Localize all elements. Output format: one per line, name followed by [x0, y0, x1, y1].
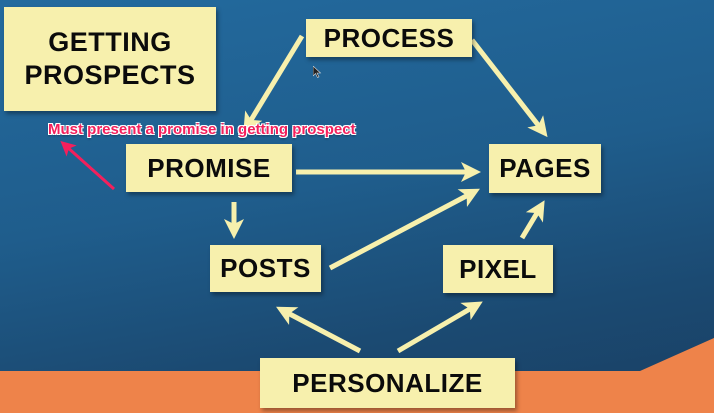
title-line-2: PROSPECTS — [24, 60, 196, 90]
node-posts-label: POSTS — [220, 253, 311, 283]
title-line-1: GETTING — [48, 27, 172, 57]
arrow-personalize-pixel — [396, 301, 483, 354]
arrow-process-promise — [243, 34, 305, 133]
arrow-pixel-pages — [519, 200, 545, 240]
annotation-text: Must present a promise in getting prospe… — [48, 121, 356, 138]
arrow-personalize-posts — [276, 306, 362, 354]
annotation-arrow — [60, 140, 116, 191]
node-pages: PAGES — [489, 144, 601, 193]
node-personalize-label: PERSONALIZE — [292, 367, 483, 398]
node-posts: POSTS — [210, 245, 321, 292]
node-promise: PROMISE — [126, 144, 292, 192]
node-personalize: PERSONALIZE — [260, 358, 515, 408]
node-promise-label: PROMISE — [147, 152, 271, 183]
node-process-label: PROCESS — [323, 22, 455, 53]
mouse-cursor-icon — [313, 66, 322, 78]
node-pages-label: PAGES — [499, 153, 591, 183]
title-box: GETTING PROSPECTS — [4, 7, 216, 111]
node-process: PROCESS — [306, 19, 472, 57]
arrow-posts-pages — [328, 188, 480, 271]
node-pixel-label: PIXEL — [459, 253, 537, 284]
node-pixel: PIXEL — [443, 245, 553, 293]
arrow-process-pages — [470, 38, 548, 138]
